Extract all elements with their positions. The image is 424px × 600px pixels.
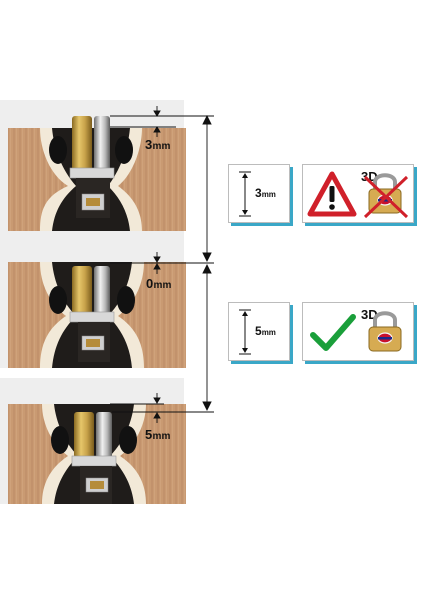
status-tile-ok: 3D — [302, 302, 414, 361]
protrusion-value: 5 — [145, 427, 153, 442]
tile-length-unit: mm — [261, 328, 276, 337]
protrusion-label-1: 3mm — [145, 137, 171, 152]
protrusion-label-2: 0mm — [146, 276, 172, 291]
warning-triangle-icon — [307, 171, 357, 217]
cylinder-steel — [94, 116, 110, 172]
protrusion-unit: mm — [152, 141, 171, 152]
tile-length-label: 3mm — [255, 186, 276, 200]
protrusion-unit: mm — [152, 431, 171, 442]
scenario-2 — [0, 238, 186, 368]
protrusion-value: 3 — [145, 137, 153, 152]
protrusion-unit: mm — [153, 280, 172, 291]
tile-length-value: 5 — [255, 324, 262, 338]
protrusion-value: 0 — [146, 276, 154, 291]
padlock-icon: 3D — [361, 307, 402, 352]
scenario-3 — [0, 378, 186, 504]
tile-length-unit: mm — [261, 190, 276, 199]
protrusion-label-3: 5mm — [145, 427, 171, 442]
tile-length-label: 5mm — [255, 324, 276, 338]
cylinder-brass — [72, 116, 92, 172]
height-arrow-icon — [239, 309, 251, 355]
cylinder-brass — [72, 266, 92, 314]
length-tile-5mm: 5mm — [228, 302, 290, 361]
height-arrow-icon — [239, 171, 251, 217]
padlock-crossed-icon: 3D — [361, 169, 409, 219]
cylinder-brass — [74, 412, 94, 458]
scenario-1 — [0, 100, 186, 240]
cylinder-steel — [96, 412, 112, 458]
measurement-lines — [110, 106, 214, 423]
tile-length-value: 3 — [255, 186, 262, 200]
status-tile-warning: 3D — [302, 164, 414, 223]
checkmark-icon — [310, 314, 356, 351]
cylinder-steel — [94, 266, 110, 314]
length-tile-3mm: 3mm — [228, 164, 290, 223]
